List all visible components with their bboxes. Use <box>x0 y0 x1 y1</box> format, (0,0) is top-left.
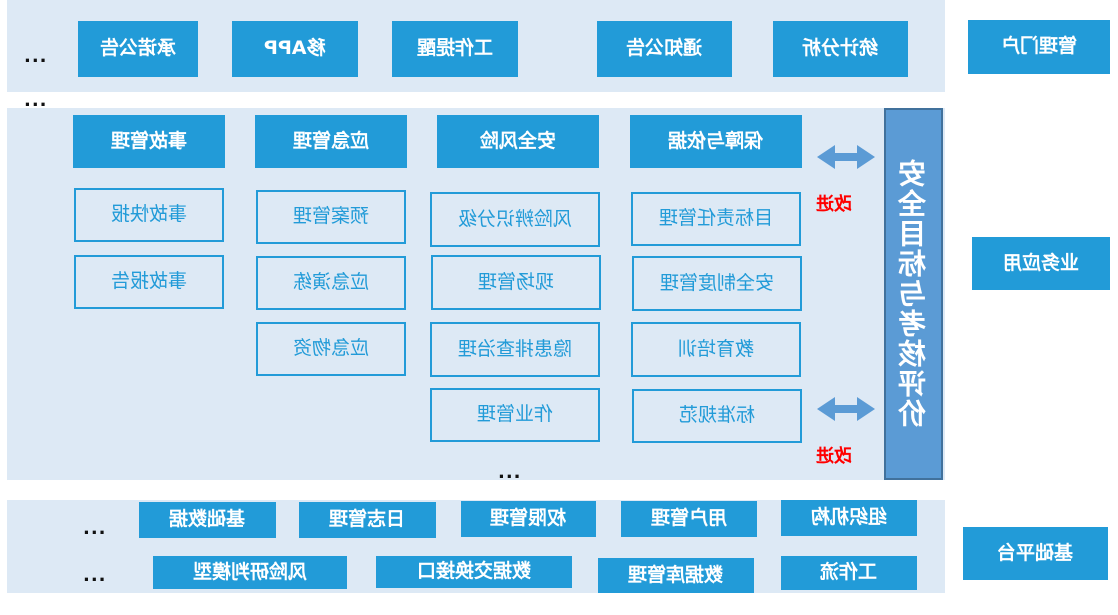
improve-label: 改进 <box>816 194 852 215</box>
module-item[interactable]: 作业管理 <box>430 388 600 442</box>
module-title[interactable]: 事故管理 <box>73 115 225 168</box>
side-label-portal: 管理门户 <box>968 20 1110 74</box>
platform-item[interactable]: 用户管理 <box>621 501 757 537</box>
ellipsis: ... <box>24 46 48 67</box>
platform-item[interactable]: 组织机构 <box>781 500 917 536</box>
evaluation-bar: 安全目标与考核评价 <box>884 108 943 480</box>
portal-item[interactable]: 统计分析 <box>773 21 908 77</box>
label: 通知公告 <box>626 37 703 60</box>
side-label-business: 业务应用 <box>972 237 1110 290</box>
module-item[interactable]: 事故报告 <box>74 255 224 309</box>
module-item[interactable]: 教育培训 <box>631 322 801 377</box>
ellipsis: ... <box>83 518 107 539</box>
portal-item[interactable]: 工作提醒 <box>392 21 518 77</box>
platform-item[interactable]: 权限管理 <box>461 501 596 537</box>
double-arrow-icon <box>817 397 875 421</box>
business-band <box>7 108 945 480</box>
module-item[interactable]: 事故快报 <box>74 188 224 242</box>
module-item[interactable]: 安全制度管理 <box>632 256 802 311</box>
platform-item[interactable]: 风险研判模型 <box>153 556 347 589</box>
module-title[interactable]: 保障与依据 <box>630 115 802 168</box>
platform-item[interactable]: 数据交换接口 <box>376 556 572 588</box>
module-title[interactable]: 应急管理 <box>255 115 407 168</box>
module-item[interactable]: 应急物资 <box>256 322 406 376</box>
improve-label: 改进 <box>816 446 852 467</box>
module-item[interactable]: 预案管理 <box>256 190 406 244</box>
side-label-platform: 基础平台 <box>963 527 1108 580</box>
module-item[interactable]: 隐患排查治理 <box>430 322 600 377</box>
ellipsis: ... <box>24 90 48 111</box>
module-item[interactable]: 风险辨识分级 <box>430 192 600 247</box>
module-item[interactable]: 目标责任管理 <box>631 192 801 246</box>
platform-item[interactable]: 日志管理 <box>299 502 436 538</box>
ellipsis: ... <box>83 565 107 586</box>
module-item[interactable]: 标准规范 <box>632 389 802 443</box>
portal-item[interactable]: 承诺公告 <box>78 21 198 77</box>
platform-item[interactable]: 数据库管理 <box>598 558 754 593</box>
label: 承诺公告 <box>99 37 176 60</box>
ellipsis: ... <box>498 462 522 483</box>
double-arrow-icon <box>817 145 875 169</box>
platform-item[interactable]: 工作流 <box>781 556 917 590</box>
label: 移APP <box>264 37 326 60</box>
portal-item[interactable]: 通知公告 <box>597 21 732 77</box>
module-item[interactable]: 现场管理 <box>431 255 601 310</box>
label: 统计分析 <box>802 37 879 60</box>
module-item[interactable]: 应急演练 <box>256 256 406 310</box>
portal-item[interactable]: 移APP <box>232 21 358 77</box>
label: 工作提醒 <box>416 37 493 60</box>
platform-item[interactable]: 基础数据 <box>139 502 276 538</box>
module-title[interactable]: 安全风险 <box>437 115 599 168</box>
